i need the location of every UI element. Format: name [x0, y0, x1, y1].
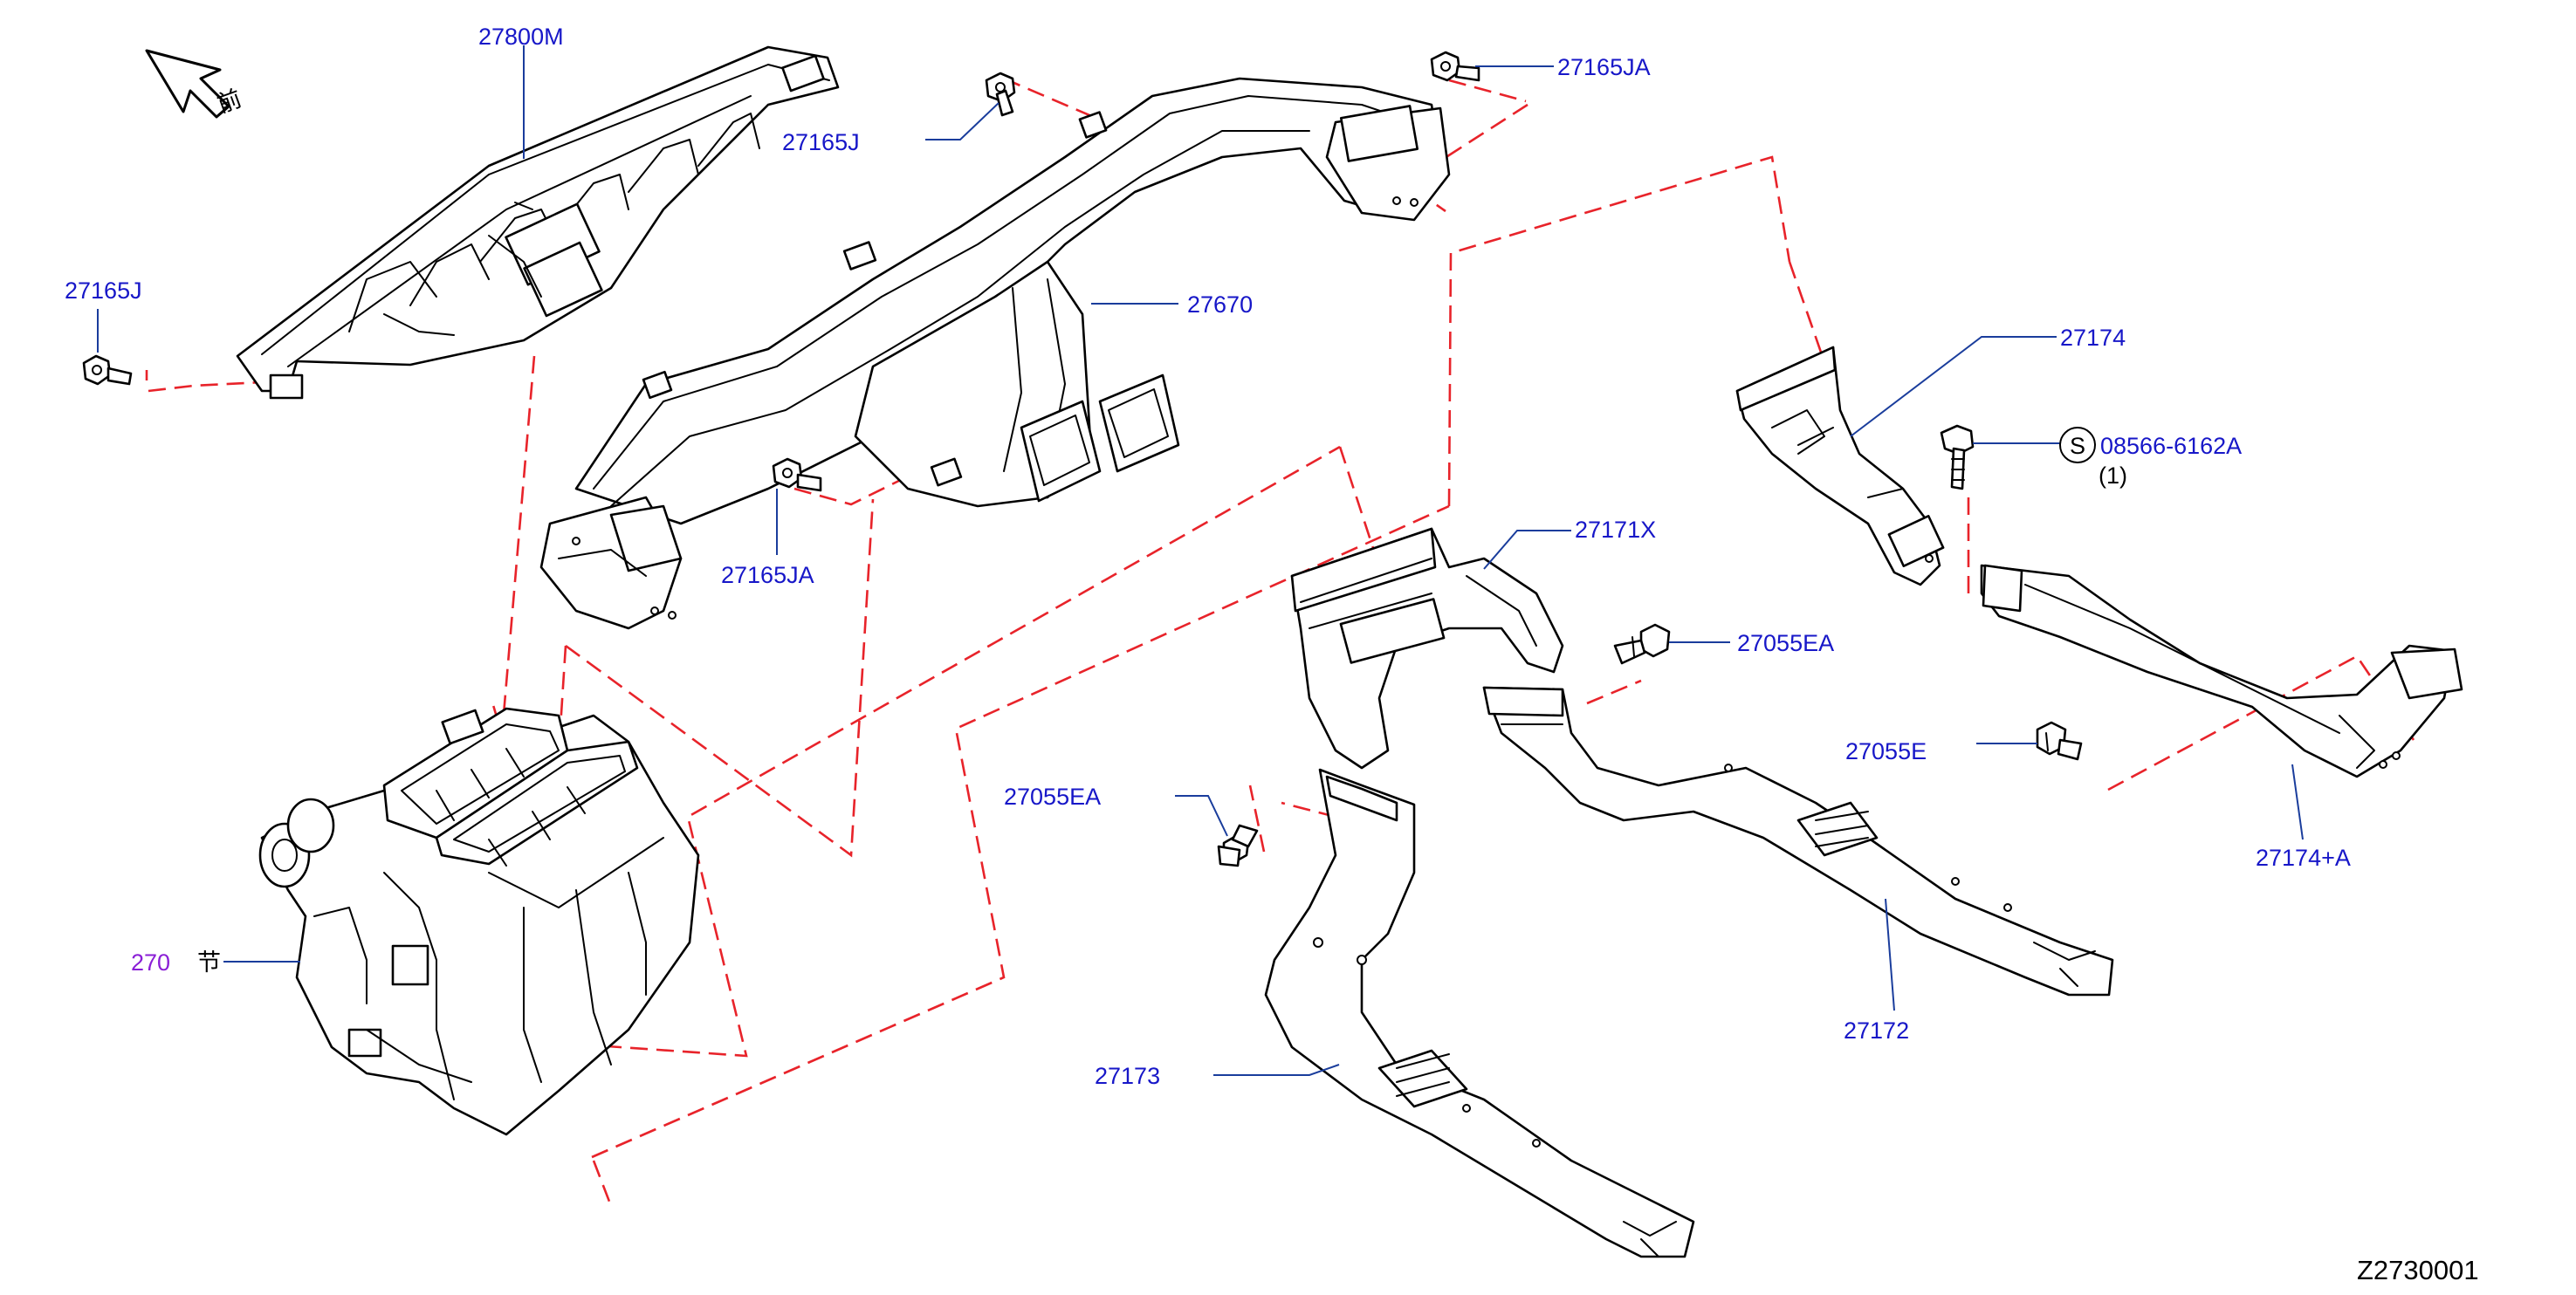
standard-part-symbol: S [2059, 427, 2096, 463]
part-27800m-defroster-duct [236, 45, 840, 400]
callout-27670[interactable]: 27670 [1187, 291, 1253, 318]
callout-27055ea-left[interactable]: 27055EA [1004, 784, 1101, 810]
standard-part-symbol-letter: S [2070, 433, 2085, 459]
callout-leader-lines [97, 45, 2304, 1076]
section-suffix-glyph: 节 [197, 949, 221, 976]
diagram-code: Z2730001 [2357, 1255, 2479, 1285]
callout-27800m[interactable]: 27800M [478, 24, 564, 50]
bolt-08566-6162a-icon [1940, 424, 1975, 490]
clip-27165ja-lower-icon [772, 457, 822, 492]
callout-270[interactable]: 270 [131, 949, 170, 976]
connection-dashed-lines [145, 77, 2415, 1207]
callout-27174[interactable]: 27174 [2060, 325, 2126, 351]
callout-27172[interactable]: 27172 [1844, 1018, 1909, 1044]
part-27670-vent-duct [539, 77, 1451, 630]
callout-27171x[interactable]: 27171X [1575, 517, 1656, 543]
clip-27165j-mid-icon [985, 72, 1016, 117]
callout-27165j-mid[interactable]: 27165J [782, 129, 860, 155]
quantity-note: (1) [2099, 462, 2127, 489]
part-270-heater-unit [258, 707, 700, 1136]
clip-27055e-icon [2036, 721, 2083, 761]
callout-27165ja-lower[interactable]: 27165JA [721, 562, 814, 588]
part-27171x-floor-duct [1290, 527, 1564, 770]
front-direction-arrow-icon [145, 49, 230, 119]
part-27173-floor-duct [1264, 768, 1695, 1258]
callout-27173[interactable]: 27173 [1095, 1063, 1160, 1089]
clip-27165j-left-icon [82, 354, 133, 386]
callout-27055e[interactable]: 27055E [1845, 738, 1927, 764]
callout-27165ja-top[interactable]: 27165JA [1557, 54, 1651, 80]
part-27172-floor-duct [1482, 686, 2114, 997]
clip-27165ja-top-icon [1430, 51, 1480, 82]
clip-27055ea-left-icon [1217, 824, 1259, 867]
clip-27055ea-right-icon [1613, 623, 1671, 665]
callout-27174-a[interactable]: 27174+A [2256, 845, 2351, 871]
part-27174-side-duct [1735, 346, 1945, 586]
callout-27165j-left[interactable]: 27165J [65, 278, 142, 304]
part-27174a-rear-duct [1980, 564, 2463, 778]
callout-27055ea-right[interactable]: 27055EA [1737, 630, 1834, 656]
callout-08566-6162a[interactable]: 08566-6162A [2100, 433, 2242, 459]
